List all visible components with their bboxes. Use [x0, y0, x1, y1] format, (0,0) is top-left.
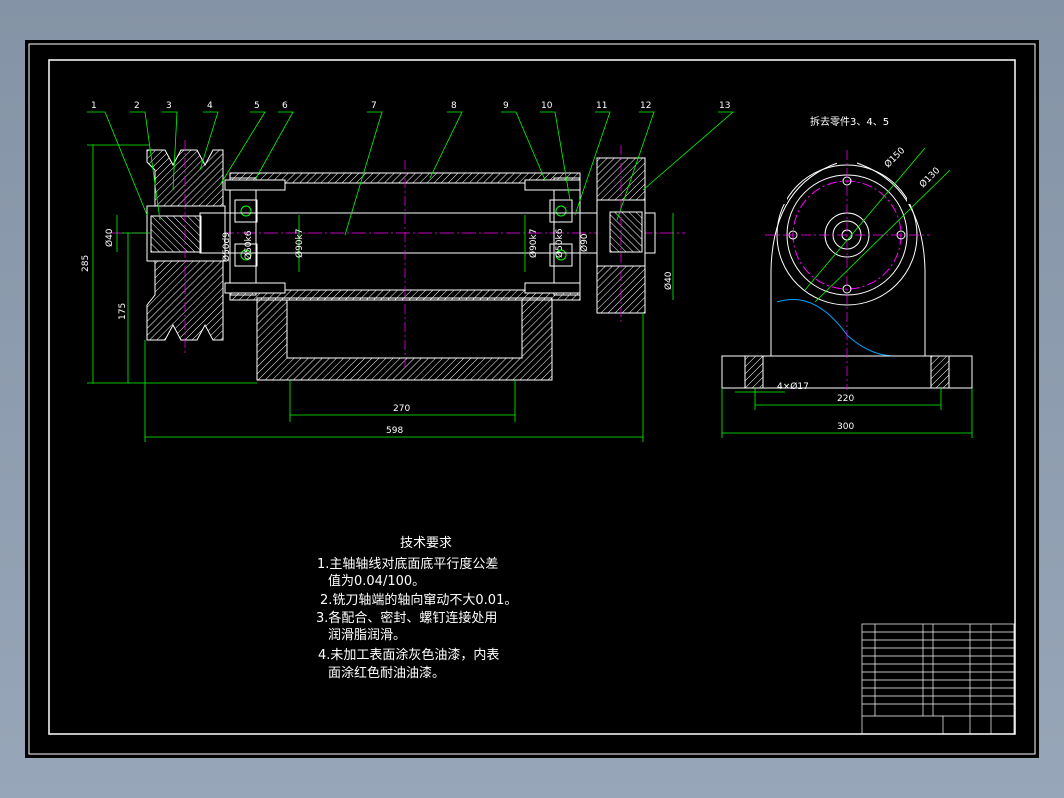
requirement-line-3: 2.铣刀轴端的轴向窜动不大0.01。 [320, 592, 517, 608]
part-no-10: 10 [541, 101, 553, 111]
part-no-5: 5 [254, 101, 260, 111]
dimension-lines [87, 144, 674, 442]
dim-shaft-left: Ø90k7 [294, 229, 305, 258]
requirement-line-4: 3.各配合、密封、螺钉连接处用 [316, 610, 497, 626]
part-no-4: 4 [207, 101, 213, 111]
part-no-8: 8 [451, 101, 457, 111]
dimension-texts: 285 175 Ø40 Ø50d9 Ø50k6 Ø90k7 Ø90k7 Ø50k… [81, 228, 674, 436]
dim-height-axis: 175 [118, 303, 128, 320]
cutter-disk [596, 145, 646, 325]
part-no-13: 13 [719, 101, 730, 111]
dim-bearing-left: Ø50d9 [221, 232, 232, 262]
part-no-7: 7 [371, 101, 377, 111]
side-view-title: 拆去零件3、4、5 [810, 115, 889, 128]
side-view: 拆去零件3、4、5 Ø150 Ø130 [721, 115, 973, 438]
dim-base-width: 300 [837, 422, 854, 432]
base [256, 297, 553, 381]
dim-bearing-right: Ø50k6 [554, 228, 565, 258]
dim-circle-130: Ø130 [917, 165, 942, 190]
part-no-3: 3 [166, 101, 172, 111]
dim-base-holes-span: 220 [837, 394, 854, 404]
part-no-9: 9 [503, 101, 509, 111]
cad-drawing: 1 2 3 4 5 6 7 8 9 10 11 12 13 [28, 43, 1036, 755]
leader-lines [87, 111, 735, 236]
pulley [146, 140, 226, 355]
drawing-viewport[interactable]: 1 2 3 4 5 6 7 8 9 10 11 12 13 [25, 40, 1039, 758]
requirement-line-7: 面涂红色耐油油漆。 [328, 665, 445, 681]
requirement-line-2: 值为0.04/100。 [328, 573, 425, 589]
dim-height-total: 285 [81, 255, 91, 272]
dim-pulley-bore: Ø40 [104, 228, 115, 247]
part-no-2: 2 [134, 101, 140, 111]
inner-frame [48, 59, 1016, 735]
part-no-11: 11 [596, 101, 607, 111]
dim-shaft-right: Ø90k7 [528, 229, 539, 258]
spindle-shaft [199, 212, 656, 254]
technical-requirements: 技术要求 1.主轴轴线对底面底平行度公差 值为0.04/100。 2.铣刀轴端的… [316, 536, 517, 681]
dim-overall-length: 598 [386, 426, 403, 436]
dim-cutter-bore: Ø40 [663, 271, 674, 290]
requirement-line-1: 1.主轴轴线对底面底平行度公差 [317, 556, 498, 572]
part-numbers: 1 2 3 4 5 6 7 8 9 10 11 12 13 [91, 101, 730, 111]
part-no-1: 1 [91, 101, 97, 111]
dim-circle-150: Ø150 [882, 145, 907, 170]
requirements-title: 技术要求 [400, 536, 452, 551]
dim-base-length: 270 [393, 404, 410, 414]
dim-seal-right: Ø90 [579, 233, 590, 252]
requirement-line-6: 4.未加工表面涂灰色油漆，内表 [318, 647, 499, 663]
dim-bolt-holes: 4×Ø17 [777, 381, 809, 392]
spindle-housing [224, 172, 581, 301]
front-section-view: 1 2 3 4 5 6 7 8 9 10 11 12 13 [81, 101, 735, 442]
dim-bearing-left2: Ø50k6 [243, 230, 254, 260]
part-no-6: 6 [282, 101, 288, 111]
outer-frame [28, 43, 1036, 755]
part-no-12: 12 [640, 101, 651, 111]
requirement-line-5: 润滑脂润滑。 [328, 628, 406, 643]
title-block [861, 623, 1015, 735]
